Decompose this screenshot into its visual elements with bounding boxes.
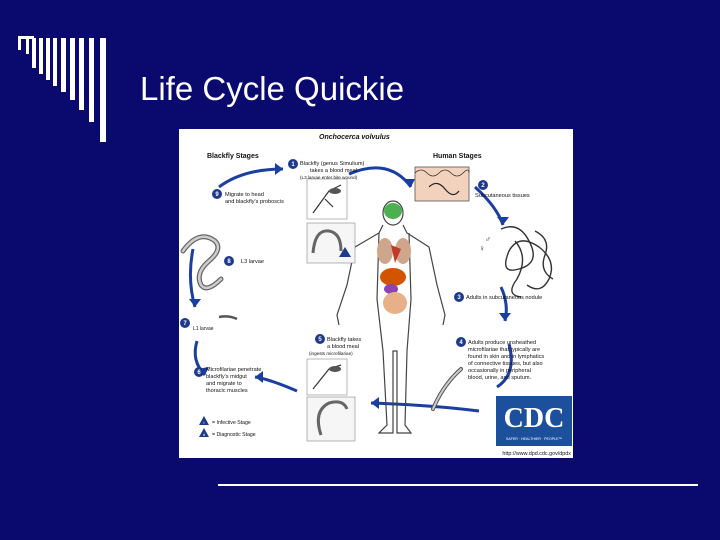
step-4-line-6: blood, urine, and sputum. (468, 375, 532, 381)
adult-worms-image (500, 226, 554, 298)
infective-marker-1 (339, 247, 351, 257)
arrow-heads (189, 163, 511, 409)
step-1-line-1: Blackfly (genus Simulium) (300, 161, 364, 167)
step-3-number: 3 (457, 295, 461, 301)
step-3-line-1: Adults in subcutaneous nodule (466, 295, 542, 301)
step-8-number: 8 (227, 259, 231, 265)
step-9-number: 9 (215, 192, 219, 198)
step-9-line-2: and blackfly's proboscis (225, 199, 284, 205)
legend-infective: = Infective Stage (212, 420, 251, 426)
step-5-line-2: a blood meal (327, 344, 359, 350)
skin-section-image (414, 166, 470, 202)
step-1-line-3: (L3 larvae enter bite wound) (300, 175, 358, 180)
step-7-line-1: L1 larvae (193, 326, 214, 332)
l1-larva-image (218, 315, 238, 321)
step-4-line-1: Adults produce unsheathed (468, 340, 536, 346)
bottom-divider (218, 484, 698, 486)
cdc-logo: CDC SAFER · HEALTHIER · PEOPLE™ (496, 396, 572, 446)
infective-stage-icon (199, 416, 209, 425)
human-organs (377, 203, 411, 314)
l3-larva-image (180, 234, 224, 291)
step-2-number: 2 (481, 183, 485, 189)
human-stages-header: Human Stages (433, 153, 482, 160)
larva-box-image-2 (306, 396, 356, 442)
legend-diagnostic: = Diagnostic Stage (212, 432, 256, 438)
microfilaria-image (431, 367, 463, 411)
step-7-number: 7 (183, 321, 187, 327)
step-2-line-1: Subcutaneous tissues (475, 193, 530, 199)
step-4-line-2: microfilariae that typically are (468, 347, 540, 353)
step-4-line-5: occasionally in peripheral (468, 368, 531, 374)
diagnostic-stage-icon (199, 428, 209, 437)
cdc-logo-text: CDC (504, 403, 565, 434)
step-9-line-1: Migrate to head (225, 192, 264, 198)
step-badges (180, 159, 488, 377)
diagram-heading: Onchocerca volvulus (319, 134, 390, 141)
blackfly-bite-image-1 (306, 178, 348, 220)
step-1-number: 1 (291, 162, 295, 168)
female-symbol: ♀ (479, 244, 485, 253)
legend: i = Infective Stage d = Diagnostic Stage (199, 416, 256, 438)
step-5-line-1: Blackfly takes (327, 337, 361, 343)
step-6-line-1: Microfilariae penetrate (206, 367, 261, 373)
step-4-line-3: found in skin and in lymphatics (468, 354, 544, 360)
male-symbol: ♂ (485, 235, 491, 244)
step-4-line-4: of connective tissues, but also (468, 361, 543, 367)
blackfly-bite-image-2 (306, 358, 348, 396)
step-6-line-3: and migrate to (206, 381, 242, 387)
decorative-stripes (18, 36, 106, 142)
step-1-line-2: takes a blood meal (310, 168, 357, 174)
diagnostic-mark: d (203, 432, 205, 437)
life-cycle-diagram: Onchocerca volvulus Blackfly Stages Huma… (179, 129, 573, 458)
blackfly-stages-header: Blackfly Stages (207, 153, 259, 160)
step-5-line-3: (ingests microfilariae) (309, 351, 353, 356)
step-8-line-1: L3 larvae (241, 259, 264, 265)
slide-title: Life Cycle Quickie (140, 70, 405, 107)
source-url: http://www.dpd.cdc.gov/dpdx (502, 451, 571, 457)
step-4-number: 4 (459, 340, 463, 346)
step-6-line-4: thoracic muscles (206, 388, 248, 394)
cdc-logo-tagline: SAFER · HEALTHIER · PEOPLE™ (506, 437, 562, 441)
infective-mark: i (204, 420, 205, 425)
step-6-line-2: blackfly's midgut (206, 374, 247, 380)
step-6-number: 6 (197, 370, 201, 376)
step-5-number: 5 (318, 337, 322, 343)
